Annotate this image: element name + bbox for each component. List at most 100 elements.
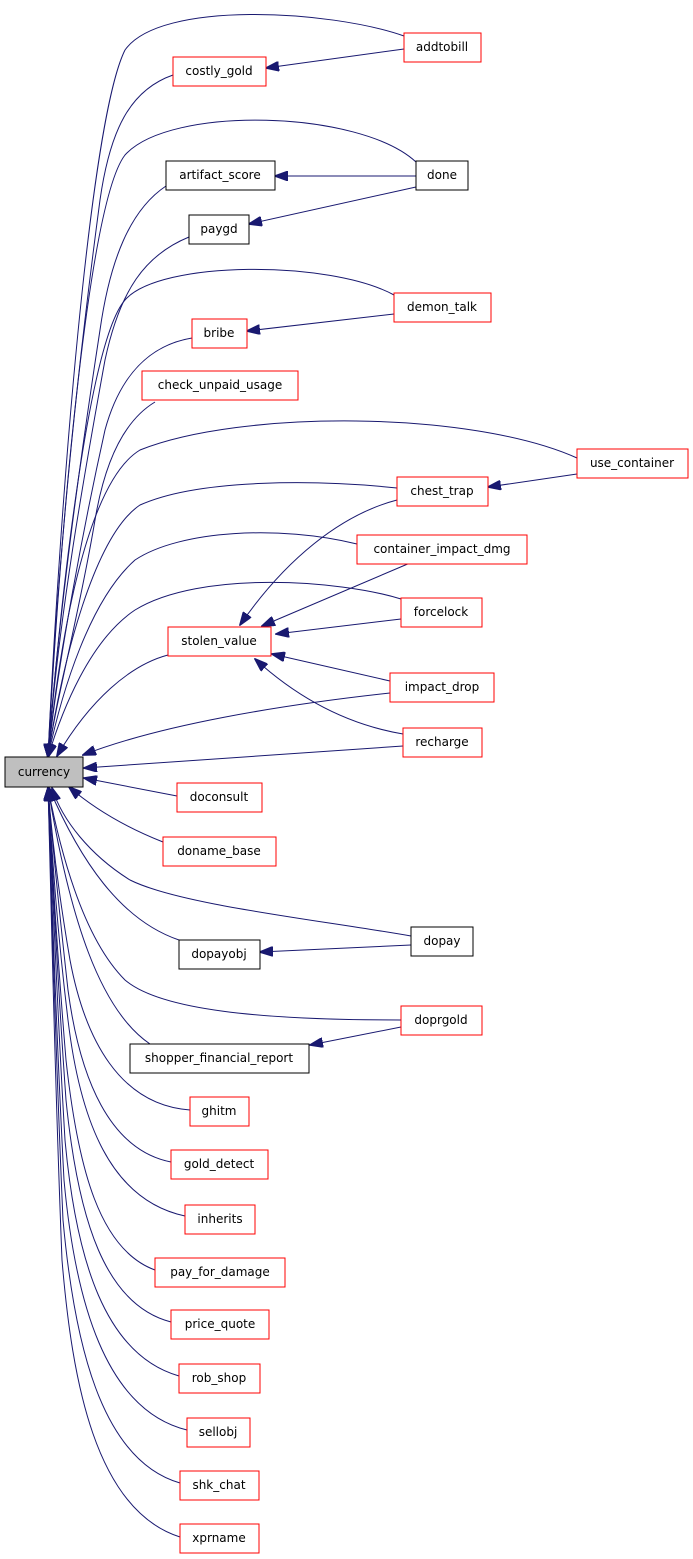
node-label: pay_for_damage xyxy=(170,1265,270,1279)
edge-rob_shop-currency xyxy=(48,788,180,1377)
node-box xyxy=(178,1363,261,1394)
node-label: chest_trap xyxy=(410,484,473,498)
node-label: dopayobj xyxy=(191,947,246,961)
node-box xyxy=(410,926,474,957)
edge-forcelock-stolen_value xyxy=(276,618,402,634)
node-recharge[interactable]: recharge xyxy=(402,727,483,758)
node-label: dopay xyxy=(423,934,460,948)
node-box xyxy=(186,1417,251,1448)
node-demon_talk[interactable]: demon_talk xyxy=(393,292,492,323)
edge-paygd-currency xyxy=(48,236,190,757)
node-box xyxy=(576,448,689,479)
edge-recharge-currency xyxy=(84,745,404,768)
edge-dopayobj-currency xyxy=(49,788,180,941)
node-label: shopper_financial_report xyxy=(145,1051,293,1065)
node-box xyxy=(179,1523,260,1554)
node-label: bribe xyxy=(204,326,235,340)
node-xprname[interactable]: xprname xyxy=(179,1523,260,1554)
node-box xyxy=(176,782,263,813)
node-box xyxy=(189,1096,250,1127)
node-check_unpaid_usage[interactable]: check_unpaid_usage xyxy=(141,370,299,401)
node-addtobill[interactable]: addtobill xyxy=(403,32,482,63)
node-box xyxy=(154,1257,286,1288)
node-label: use_container xyxy=(590,456,674,470)
node-label: xprname xyxy=(192,1531,245,1545)
node-box xyxy=(188,214,250,245)
node-label: recharge xyxy=(415,735,468,749)
node-label: inherits xyxy=(197,1212,242,1226)
node-box xyxy=(170,1149,269,1180)
node-label: done xyxy=(427,168,457,182)
node-dopayobj[interactable]: dopayobj xyxy=(178,939,261,970)
node-doconsult[interactable]: doconsult xyxy=(176,782,263,813)
node-shk_chat[interactable]: shk_chat xyxy=(179,1470,260,1501)
edge-doconsult-currency xyxy=(84,778,178,797)
node-bribe[interactable]: bribe xyxy=(191,318,248,349)
edge-doprgold-currency xyxy=(48,788,402,1021)
node-done[interactable]: done xyxy=(415,160,469,191)
node-box xyxy=(415,160,469,191)
edge-chest_trap-stolen_value xyxy=(240,499,398,625)
node-label: rob_shop xyxy=(192,1371,246,1385)
edge-done-paygd xyxy=(249,186,417,224)
node-stolen_value[interactable]: stolen_value xyxy=(167,626,272,657)
edge-bribe-currency xyxy=(48,337,193,757)
edge-price_quote-currency xyxy=(48,788,172,1323)
edge-layer xyxy=(48,14,578,1538)
edge-dopay-dopayobj xyxy=(260,944,412,952)
node-price_quote[interactable]: price_quote xyxy=(170,1309,270,1340)
node-doprgold[interactable]: doprgold xyxy=(400,1005,483,1036)
edge-demon_talk-currency xyxy=(48,268,395,757)
node-paygd[interactable]: paygd xyxy=(188,214,250,245)
edge-xprname-currency xyxy=(48,788,181,1538)
node-box xyxy=(400,1005,483,1036)
node-container_impact_dmg[interactable]: container_impact_dmg xyxy=(356,534,528,565)
edge-done-currency xyxy=(48,119,417,757)
node-box xyxy=(389,672,495,703)
focus-node-currency[interactable]: currency xyxy=(4,756,84,788)
edge-container_impact_dmg-currency xyxy=(48,532,358,757)
node-box xyxy=(129,1043,310,1074)
node-dopay[interactable]: dopay xyxy=(410,926,474,957)
node-label: impact_drop xyxy=(405,680,480,694)
edge-shopper_financial_report-currency xyxy=(48,788,151,1045)
edge-recharge-stolen_value xyxy=(255,659,404,735)
node-label: doconsult xyxy=(190,790,249,804)
node-box xyxy=(184,1204,256,1235)
node-box xyxy=(178,939,261,970)
node-inherits[interactable]: inherits xyxy=(184,1204,256,1235)
node-box xyxy=(393,292,492,323)
edge-impact_drop-stolen_value xyxy=(272,654,391,682)
node-box xyxy=(141,370,299,401)
focus-node-label: currency xyxy=(18,765,70,779)
edge-use_container-chest_trap xyxy=(488,473,578,487)
node-box xyxy=(356,534,528,565)
edge-addtobill-costly_gold xyxy=(266,48,405,68)
node-label: doname_base xyxy=(177,844,261,858)
edge-use_container-currency xyxy=(48,420,578,757)
node-label: gold_detect xyxy=(184,1157,255,1171)
node-label: stolen_value xyxy=(181,634,256,648)
node-forcelock[interactable]: forcelock xyxy=(400,597,483,628)
node-label: doprgold xyxy=(414,1013,467,1027)
node-rob_shop[interactable]: rob_shop xyxy=(178,1363,261,1394)
edge-doprgold-shopper_financial_report xyxy=(310,1026,402,1045)
edge-shk_chat-currency xyxy=(48,788,181,1484)
node-doname_base[interactable]: doname_base xyxy=(162,836,277,867)
focus-node-box xyxy=(4,756,84,788)
node-gold_detect[interactable]: gold_detect xyxy=(170,1149,269,1180)
node-use_container[interactable]: use_container xyxy=(576,448,689,479)
node-sellobj[interactable]: sellobj xyxy=(186,1417,251,1448)
node-shopper_financial_report[interactable]: shopper_financial_report xyxy=(129,1043,310,1074)
node-label: forcelock xyxy=(414,605,468,619)
node-label: addtobill xyxy=(416,40,468,54)
node-box xyxy=(165,160,276,191)
node-impact_drop[interactable]: impact_drop xyxy=(389,672,495,703)
node-ghitm[interactable]: ghitm xyxy=(189,1096,250,1127)
node-pay_for_damage[interactable]: pay_for_damage xyxy=(154,1257,286,1288)
node-artifact_score[interactable]: artifact_score xyxy=(165,160,276,191)
node-chest_trap[interactable]: chest_trap xyxy=(396,476,489,507)
node-costly_gold[interactable]: costly_gold xyxy=(172,56,267,87)
node-box xyxy=(172,56,267,87)
edge-check_unpaid_usage-currency xyxy=(48,401,156,757)
